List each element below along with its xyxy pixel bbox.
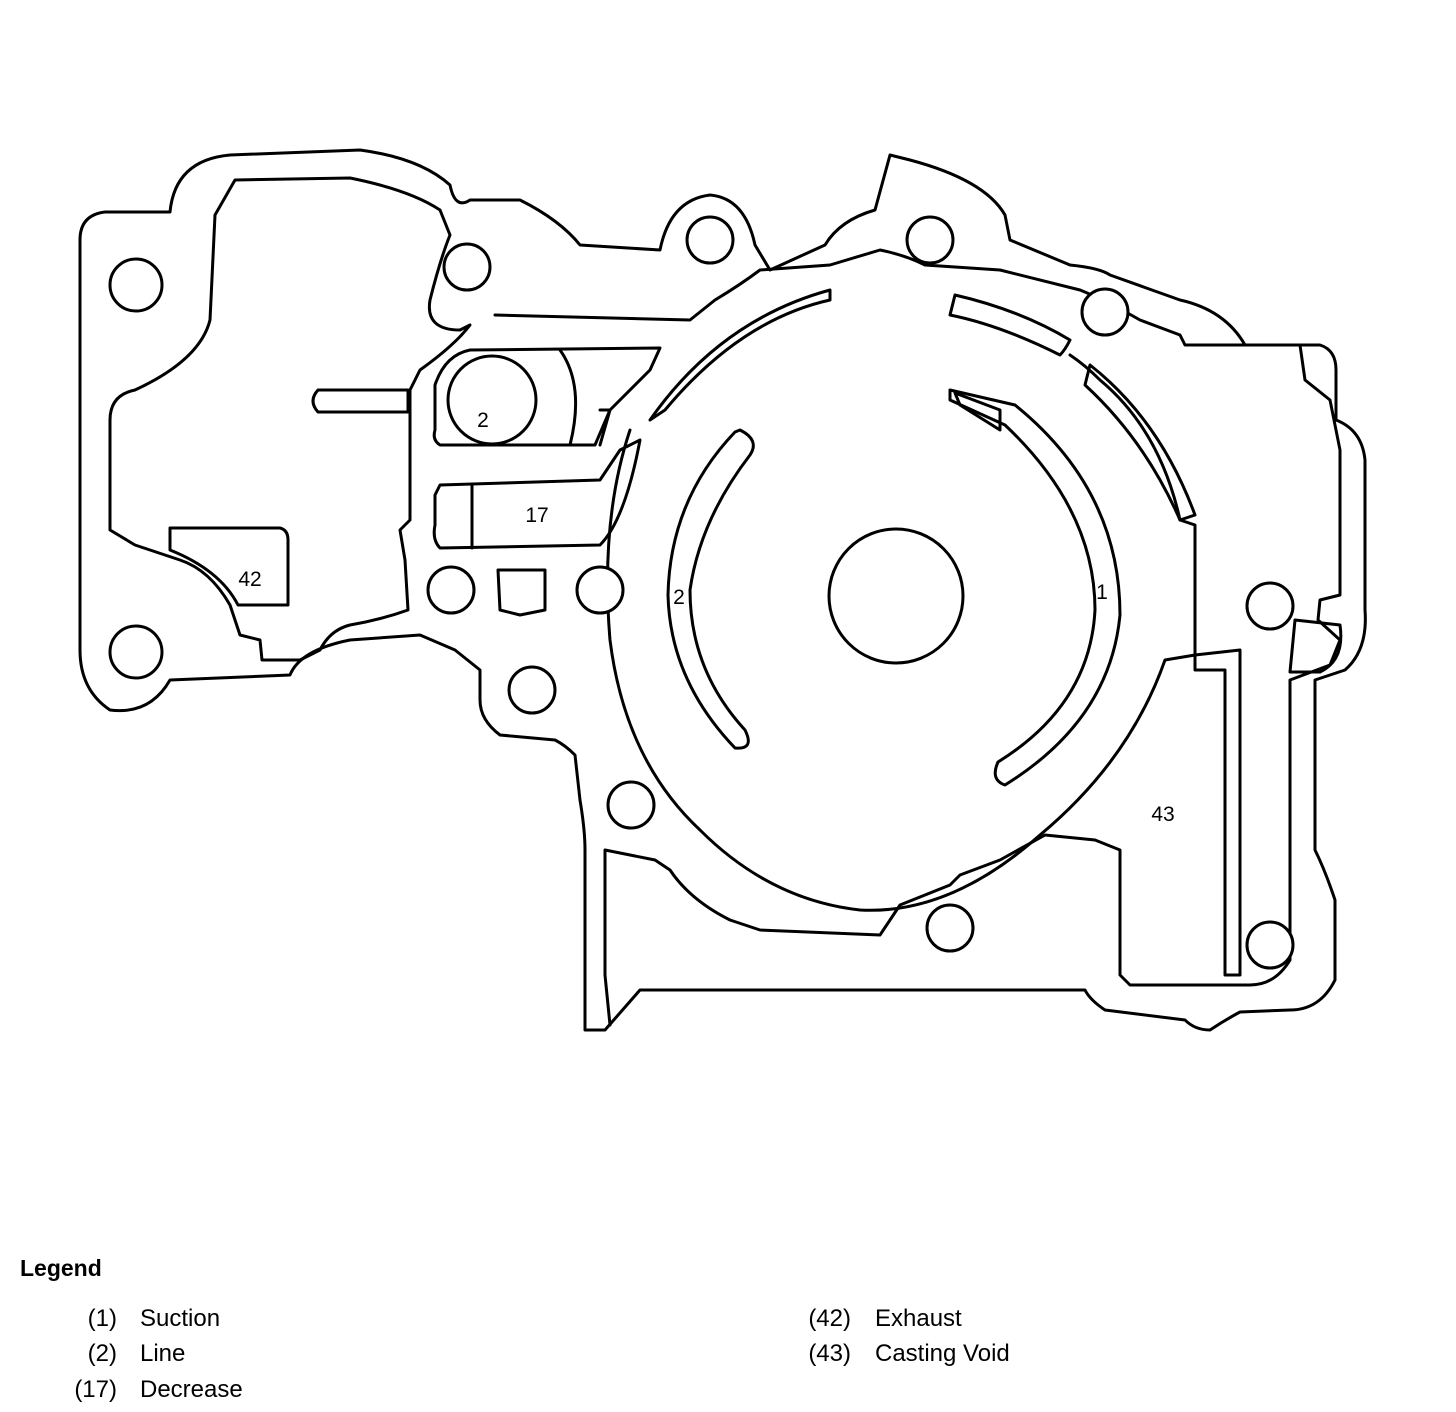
arc-passage-suction [948, 388, 1122, 787]
legend-number: (42) [808, 1305, 851, 1332]
bolt-hole [606, 780, 656, 830]
legend-label: Suction [140, 1305, 221, 1332]
line-bore-divider [558, 348, 578, 447]
bolt-hole [1245, 920, 1295, 970]
legend-label: Decrease [140, 1376, 243, 1403]
legend-number: (2) [87, 1340, 117, 1367]
inner-outline-right [493, 248, 1342, 1027]
center-hub [827, 527, 965, 665]
callout-exhaust: 42 [238, 568, 261, 591]
legend-number: (17) [74, 1376, 117, 1403]
legend-item-casting-void: (43) Casting Void [800, 1340, 1009, 1368]
line-bore-divider-2 [598, 408, 612, 447]
bolt-hole [1080, 287, 1130, 337]
legend-label: Casting Void [875, 1340, 1010, 1367]
bolt-hole [905, 215, 955, 265]
outer-outline [78, 148, 1367, 1032]
main-cavity-outline [648, 288, 832, 422]
legend-label: Line [140, 1340, 186, 1367]
small-passage [496, 568, 547, 617]
callout-line-arc: 2 [673, 586, 685, 609]
right-side-chamber [1288, 618, 1343, 674]
legend-item-exhaust: (42) Exhaust [800, 1305, 961, 1333]
bolt-hole [108, 257, 164, 313]
legend-number: (1) [87, 1305, 117, 1332]
bolt-hole [442, 242, 492, 292]
upper-arc-passage [948, 293, 1072, 357]
legend-label: Exhaust [875, 1305, 962, 1332]
bolt-hole [575, 565, 625, 615]
decrease-chamber [432, 438, 642, 550]
suction-tip [953, 391, 1002, 432]
exhaust-chamber [168, 526, 290, 607]
legend-number: (43) [808, 1340, 851, 1367]
legend-item-decrease: (17) Decrease [0, 1376, 242, 1404]
arc-passage-line [666, 428, 755, 750]
bolt-hole [925, 903, 975, 953]
main-cavity-arc [606, 353, 1242, 977]
pump-cover-gasket-diagram: 2 17 42 2 1 43 [78, 148, 1367, 1032]
line-bore [446, 354, 538, 446]
inner-outline-left [108, 176, 472, 662]
bolt-hole [108, 624, 164, 680]
bolt-hole [1245, 581, 1295, 631]
callout-line-bore: 2 [477, 409, 489, 432]
bolt-hole [685, 215, 735, 265]
blind-slot [311, 388, 410, 414]
legend-item-line: (2) Line [0, 1340, 186, 1368]
bolt-hole [426, 565, 476, 615]
right-arc-passage [1083, 363, 1197, 522]
bolt-hole [507, 665, 557, 715]
legend-title: Legend [20, 1255, 102, 1281]
legend-item-suction: (1) Suction [0, 1305, 220, 1333]
callout-decrease: 17 [525, 504, 548, 527]
callout-suction: 1 [1096, 581, 1108, 604]
callout-casting-void: 43 [1151, 803, 1174, 826]
